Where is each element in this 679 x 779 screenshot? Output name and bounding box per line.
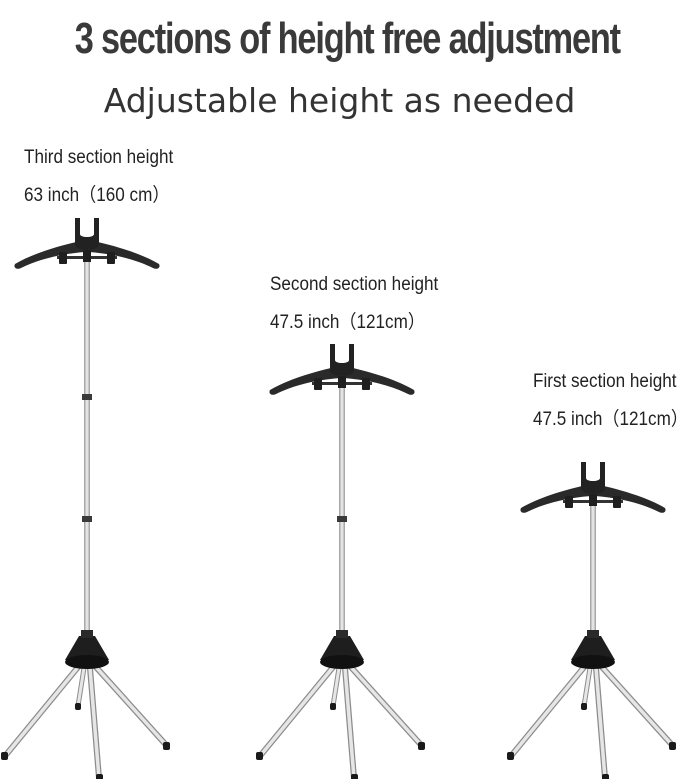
- stand-name: Third section height: [24, 147, 174, 168]
- stand-label-second: Second section height 47.5 inch（121cm）: [270, 272, 438, 336]
- stand-measure: 47.5 inch（121cm）: [270, 312, 425, 333]
- headline-title: 3 sections of height free adjustment: [74, 14, 621, 63]
- stand-label-third: Third section height 63 inch（160 cm）: [24, 145, 173, 209]
- stand-third: [1, 218, 170, 779]
- stand-measure: 47.5 inch（121cm）: [533, 409, 679, 430]
- stand-name: Second section height: [270, 274, 439, 295]
- stand-measure: 63 inch（160 cm）: [24, 185, 170, 206]
- stand-name: First section height: [533, 371, 677, 392]
- stand-label-first: First section height 47.5 inch（121cm）: [533, 369, 679, 433]
- stand-first: [507, 462, 676, 779]
- stand-second: [256, 344, 425, 779]
- headline-subtitle: Adjustable height as needed: [103, 81, 576, 120]
